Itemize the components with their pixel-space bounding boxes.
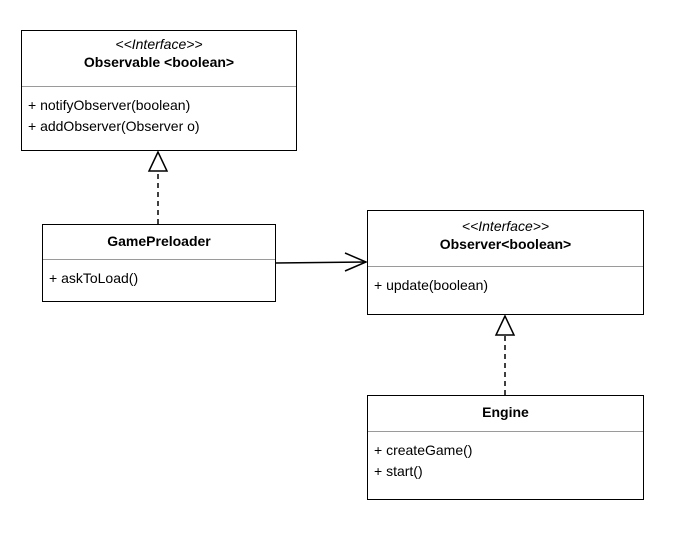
- class-header: <<Interface>> Observable <boolean>: [22, 31, 296, 87]
- class-header: <<Interface>> Observer<boolean>: [368, 211, 643, 267]
- class-name: Observable <boolean>: [83, 54, 235, 70]
- association-line-gamepreloader-observer: [274, 261, 367, 264]
- class-member: + addObserver(Observer o): [28, 118, 200, 134]
- class-member: + createGame(): [374, 442, 473, 458]
- class-header: GamePreloader: [43, 225, 275, 260]
- class-member: + askToLoad(): [49, 270, 139, 286]
- realization-arrowhead-observer: [494, 314, 516, 336]
- stereotype-label: <<Interface>>: [461, 218, 550, 234]
- class-member: + notifyObserver(boolean): [28, 97, 191, 113]
- class-members: + createGame() + start(): [368, 432, 643, 482]
- class-observable: <<Interface>> Observable <boolean> + not…: [21, 30, 297, 151]
- class-name: GamePreloader: [107, 233, 211, 249]
- realization-arrowhead-observable: [147, 150, 169, 172]
- class-name: Observer<boolean>: [439, 236, 572, 252]
- class-member: + start(): [374, 463, 423, 479]
- class-members: + askToLoad(): [43, 260, 275, 289]
- stereotype-label: <<Interface>>: [115, 36, 203, 52]
- class-engine: Engine + createGame() + start(): [367, 395, 644, 500]
- class-gamepreloader: GamePreloader + askToLoad(): [42, 224, 276, 302]
- class-members: + notifyObserver(boolean) + addObserver(…: [22, 87, 296, 137]
- class-header: Engine: [368, 396, 643, 432]
- class-members: + update(boolean): [368, 267, 643, 296]
- class-member: + update(boolean): [374, 277, 489, 293]
- class-observer: <<Interface>> Observer<boolean> + update…: [367, 210, 644, 315]
- association-arrowhead-observer: [344, 252, 368, 272]
- class-name: Engine: [482, 404, 529, 420]
